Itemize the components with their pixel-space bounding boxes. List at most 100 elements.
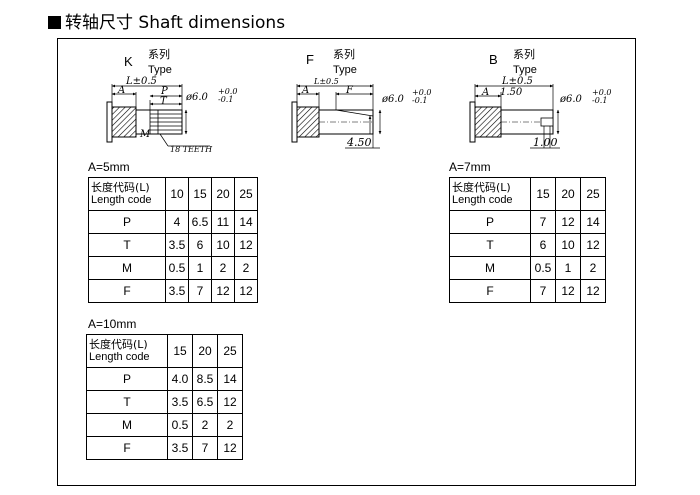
b-type-en: Type xyxy=(513,64,537,76)
f-type-letter: F xyxy=(306,52,314,67)
table-cell: 8.5 xyxy=(192,367,218,391)
f-dim-f: F xyxy=(345,85,354,96)
table-cell: 12 xyxy=(234,279,258,303)
f-bushing xyxy=(296,106,320,138)
column-header: 10 xyxy=(165,177,189,211)
table-row: 长度代码(L)Length code 15 20 25 xyxy=(86,334,243,368)
table-a7-label: A=7mm xyxy=(449,160,491,174)
row-code: F xyxy=(86,436,168,460)
table-cell: 12 xyxy=(234,233,258,257)
k-teeth xyxy=(149,110,182,134)
table-cell: 0.5 xyxy=(167,413,193,437)
table-row: F 7 12 12 xyxy=(449,279,606,303)
f-dim-l: L±0.5 xyxy=(313,77,339,86)
row-code: M xyxy=(86,413,168,437)
page-title-text: 转轴尺寸 Shaft dimensions xyxy=(65,13,286,33)
table-cell: 12 xyxy=(217,436,243,460)
b-dim-slot: 1.50 xyxy=(500,87,523,98)
f-dim-tol-dn: -0.1 xyxy=(412,96,427,105)
table-row: F 3.5 7 12 xyxy=(86,436,243,460)
column-header: 15 xyxy=(167,334,193,368)
row-code: T xyxy=(449,233,531,257)
row-code: M xyxy=(88,256,166,280)
table-cell: 14 xyxy=(217,367,243,391)
column-header: 15 xyxy=(530,177,556,211)
table-cell: 0.5 xyxy=(165,256,189,280)
table-cell: 7 xyxy=(192,436,218,460)
column-header: 25 xyxy=(234,177,258,211)
row-code: P xyxy=(88,210,166,234)
table-cell: 14 xyxy=(234,210,258,234)
table-cell: 6 xyxy=(530,233,556,257)
k-type-drawing: K 系列 Type L±0.5 A xyxy=(106,47,237,154)
table-a7: 长度代码(L)Length code 15 20 25 P 7 12 14 T … xyxy=(449,177,606,303)
table-cell: 12 xyxy=(555,210,581,234)
table-cell: 2 xyxy=(217,413,243,437)
b-dim-slot-depth: 1.00 xyxy=(533,136,558,149)
table-a5: 长度代码(L)Length code 10 15 20 25 P 4 6.5 1… xyxy=(88,177,258,303)
row-code: T xyxy=(88,233,166,257)
table-cell: 12 xyxy=(217,390,243,414)
table-cell: 6.5 xyxy=(188,210,212,234)
k-dim-tol-dn: -0.1 xyxy=(218,95,233,104)
table-cell: 1 xyxy=(555,256,581,280)
table-header-cell: 长度代码(L)Length code xyxy=(88,177,166,211)
table-cell: 4 xyxy=(165,210,189,234)
table-row: M 0.5 2 2 xyxy=(86,413,243,437)
table-cell: 7 xyxy=(530,279,556,303)
f-dim-flat: 4.50 xyxy=(346,136,372,149)
table-row: T 3.5 6 10 12 xyxy=(88,233,258,257)
table-cell: 11 xyxy=(211,210,235,234)
row-code: P xyxy=(449,210,531,234)
f-dim-dia: ø6.0 xyxy=(381,94,405,105)
header-cn: 长度代码(L) xyxy=(452,181,511,194)
page-title: 转轴尺寸 Shaft dimensions xyxy=(48,8,285,33)
k-dim-t: T xyxy=(160,96,168,107)
k-dim-dia: ø6.0 xyxy=(185,92,209,103)
header-cn: 长度代码(L) xyxy=(89,338,148,351)
header-en: Length code xyxy=(89,351,150,363)
content-frame xyxy=(57,38,636,486)
column-header: 15 xyxy=(188,177,212,211)
column-header: 25 xyxy=(217,334,243,368)
table-cell: 3.5 xyxy=(167,436,193,460)
k-flange xyxy=(106,101,113,143)
header-en: Length code xyxy=(91,194,152,206)
table-cell: 1 xyxy=(188,256,212,280)
k-type-cn: 系列 xyxy=(148,47,170,61)
row-code: P xyxy=(86,367,168,391)
f-dim-a: A xyxy=(301,85,309,96)
row-code: M xyxy=(449,256,531,280)
b-type-cn: 系列 xyxy=(513,47,535,61)
b-dim-l: L±0.5 xyxy=(501,76,533,87)
b-flange xyxy=(469,101,476,143)
column-header: 20 xyxy=(555,177,581,211)
b-type-drawing: B 系列 Type L±0.5 A 1.50 ø6.0 +0.0 -0.1 1.… xyxy=(469,47,611,149)
k-dim-m: M xyxy=(139,129,151,140)
table-cell: 0.5 xyxy=(530,256,556,280)
f-type-drawing: F 系列 Type L±0.5 A F ø6.0 +0.0 -0.1 4.50 xyxy=(291,47,431,149)
table-a10: 长度代码(L)Length code 15 20 25 P 4.0 8.5 14… xyxy=(86,334,243,460)
table-cell: 2 xyxy=(234,256,258,280)
table-cell: 12 xyxy=(211,279,235,303)
table-row: 长度代码(L)Length code 10 15 20 25 xyxy=(88,177,258,211)
table-cell: 12 xyxy=(555,279,581,303)
table-row: T 3.5 6.5 12 xyxy=(86,390,243,414)
b-dim-a: A xyxy=(481,87,489,98)
table-cell: 10 xyxy=(211,233,235,257)
table-cell: 2 xyxy=(211,256,235,280)
table-cell: 6.5 xyxy=(192,390,218,414)
row-code: F xyxy=(88,279,166,303)
table-cell: 4.0 xyxy=(167,367,193,391)
table-cell: 12 xyxy=(580,279,606,303)
k-dim-a: A xyxy=(117,85,125,96)
row-code: F xyxy=(449,279,531,303)
b-dim-dia: ø6.0 xyxy=(559,94,583,105)
b-bushing xyxy=(474,106,502,138)
table-cell: 14 xyxy=(580,210,606,234)
k-dim-p: P xyxy=(160,86,168,97)
table-a10-label: A=10mm xyxy=(88,317,137,331)
b-dim-tol-up: +0.0 xyxy=(592,88,611,97)
table-row: T 6 10 12 xyxy=(449,233,606,257)
table-row: M 0.5 1 2 2 xyxy=(88,256,258,280)
